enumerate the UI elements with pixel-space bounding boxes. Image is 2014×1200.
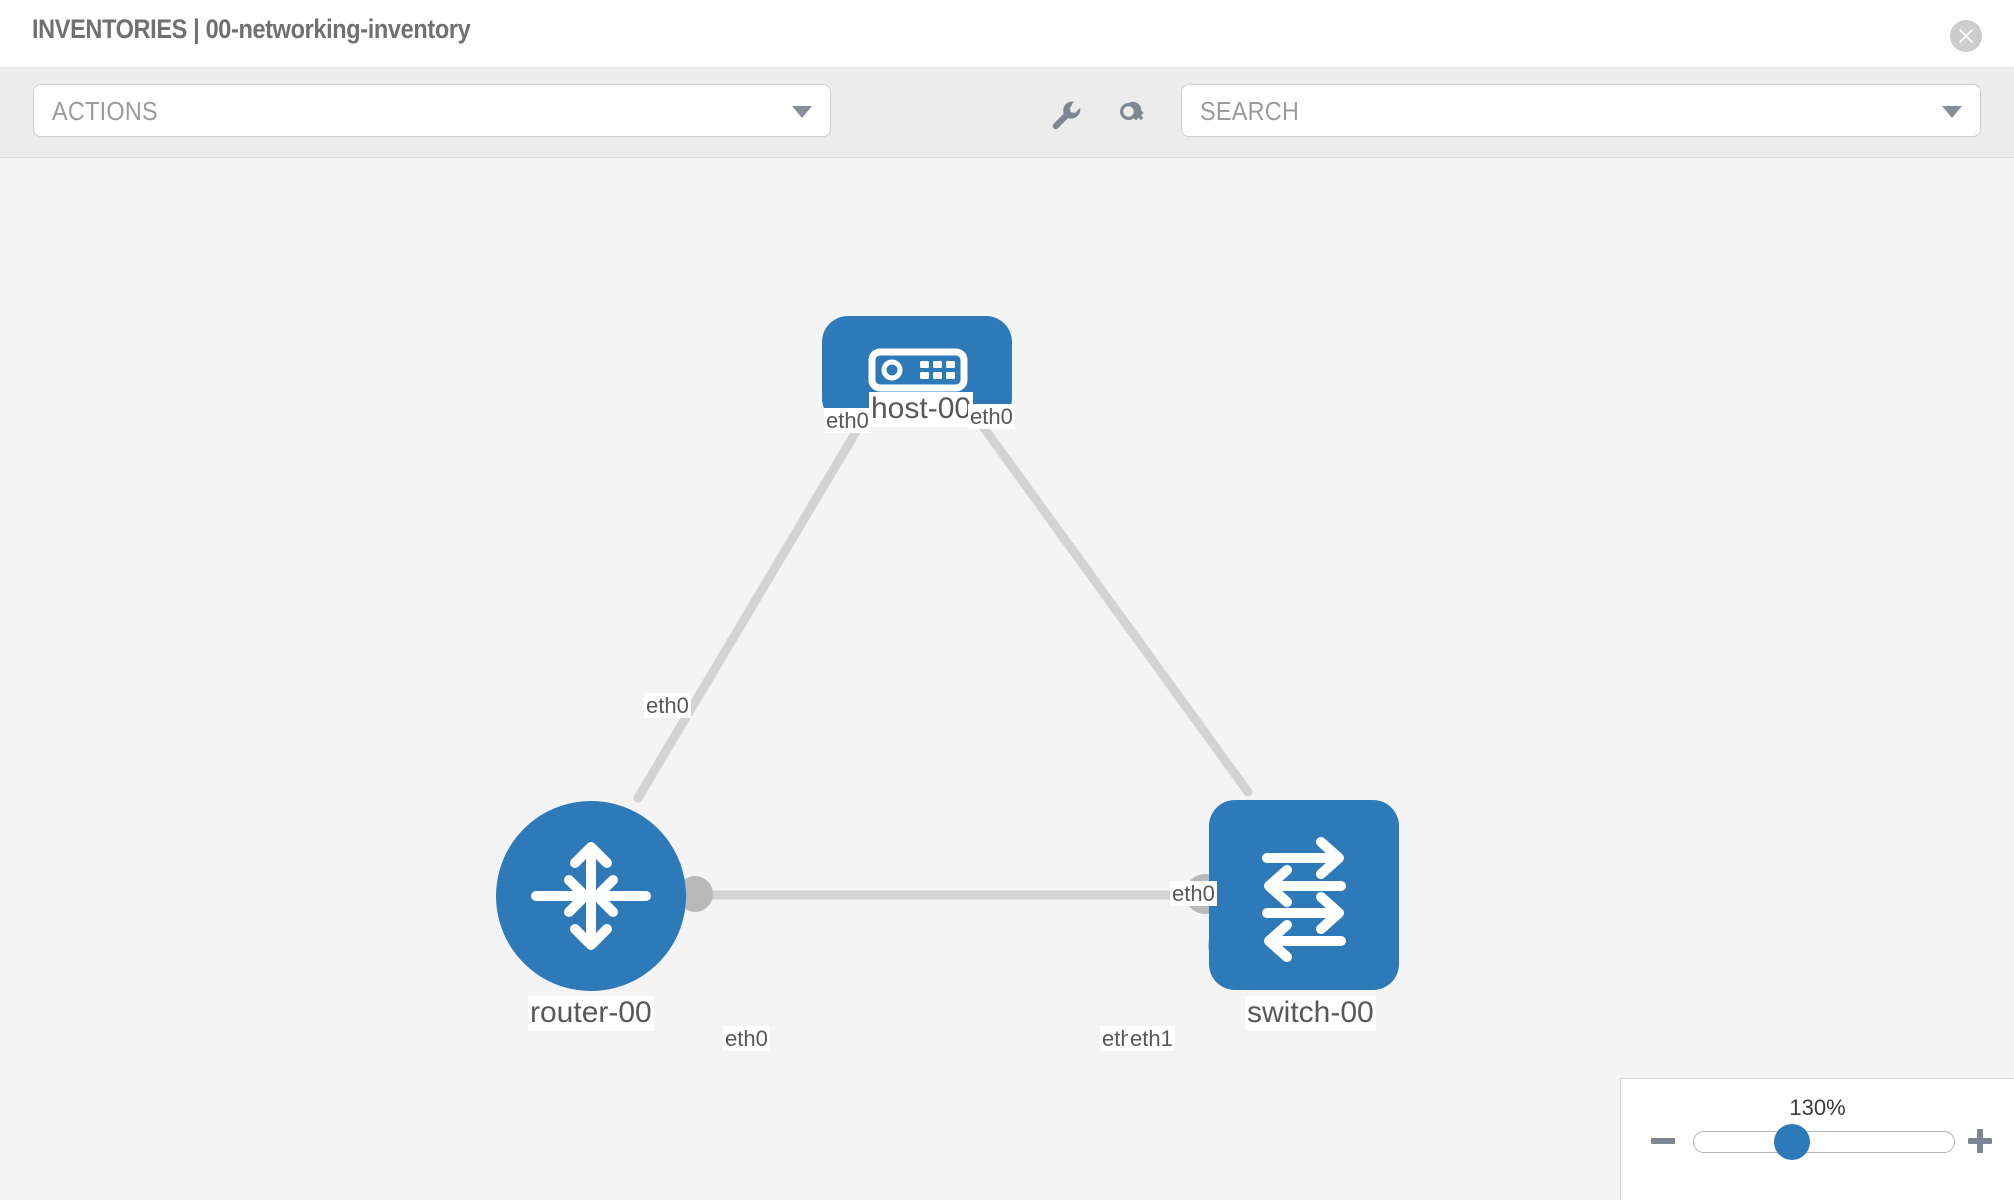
node-label-host-00: host-00 (869, 392, 974, 427)
search-placeholder: SEARCH (1200, 96, 1300, 126)
node-switch-00[interactable] (1209, 800, 1399, 990)
chevron-down-icon (1942, 106, 1962, 118)
link-router-host (633, 383, 887, 803)
switch-icon (1262, 837, 1346, 962)
actions-dropdown[interactable]: ACTIONS (33, 84, 831, 137)
page-title: INVENTORIES | 00-networking-inventory (32, 14, 471, 44)
key-icon[interactable] (1117, 98, 1151, 132)
zoom-level-label: 130% (1789, 1095, 1846, 1120)
interface-label-switch-left: eth1 (1128, 1026, 1175, 1052)
router-icon (531, 842, 651, 950)
interface-label-router-right: eth0 (723, 1026, 770, 1052)
topology-links (633, 383, 1253, 900)
actions-dropdown-label: ACTIONS (52, 96, 158, 126)
page-header: INVENTORIES | 00-networking-inventory (0, 0, 2014, 68)
zoom-slider-thumb[interactable] (1774, 1124, 1810, 1160)
server-icon (868, 348, 968, 392)
topology-canvas[interactable]: host-00 router-00 switch-00 eth0 eth0 et… (0, 158, 2014, 1200)
zoom-control-panel: 130% (1620, 1078, 2014, 1200)
node-label-switch-00: switch-00 (1245, 996, 1376, 1031)
chevron-down-icon (792, 106, 812, 118)
zoom-in-button[interactable] (1964, 1125, 1996, 1157)
zoom-out-button[interactable] (1647, 1125, 1679, 1157)
interface-label-router-up: eth0 (644, 693, 691, 719)
node-label-router-00: router-00 (528, 996, 654, 1031)
interface-label-host-switch-end: eth0 (1170, 881, 1217, 907)
search-input[interactable]: SEARCH (1181, 84, 1981, 137)
wrench-icon[interactable] (1049, 98, 1083, 132)
zoom-slider[interactable] (1693, 1131, 1955, 1153)
interface-label-host-right: eth0 (968, 404, 1015, 430)
close-icon[interactable] (1950, 20, 1982, 52)
node-router-00[interactable] (496, 801, 686, 991)
link-host-switch (950, 383, 1253, 797)
interface-label-host-left: eth0 (824, 408, 871, 434)
